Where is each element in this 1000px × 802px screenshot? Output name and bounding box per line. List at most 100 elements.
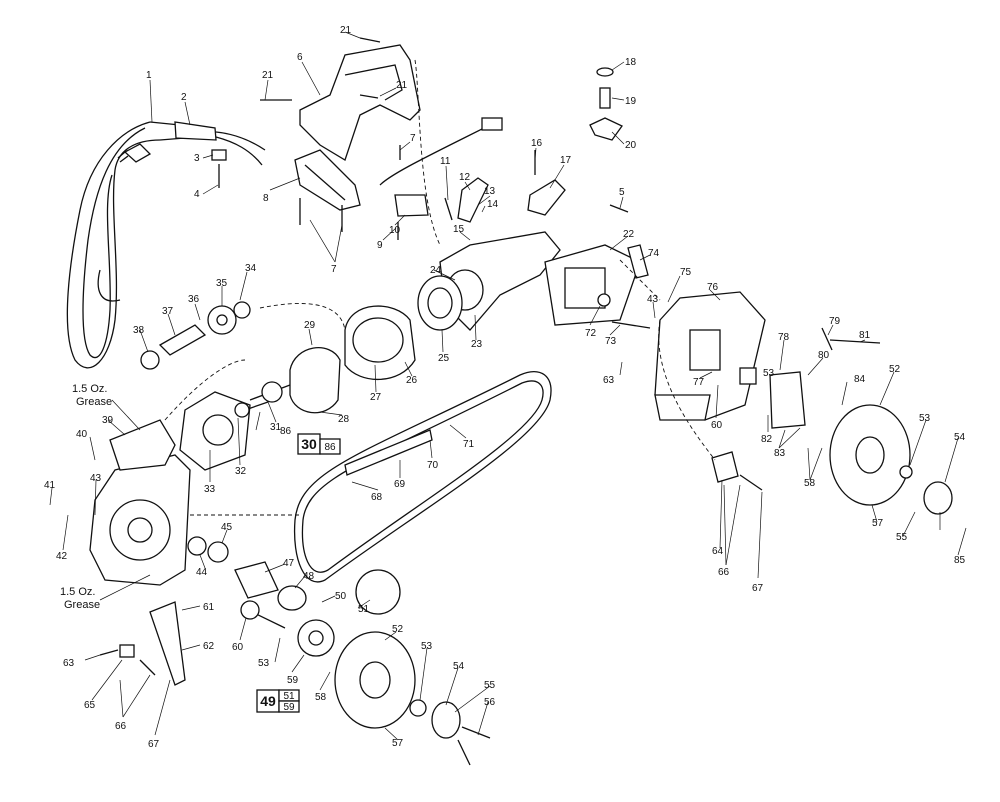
callout-25: 25 — [438, 353, 450, 364]
callout-66-upper: 66 — [718, 567, 730, 578]
callout-9: 9 — [377, 240, 383, 251]
grease-note-upper-line1: 1.5 Oz. — [72, 383, 107, 395]
callout-34: 34 — [245, 263, 257, 274]
frame-pin — [597, 244, 651, 329]
callout-40: 40 — [76, 429, 88, 440]
shoe-knob — [589, 67, 623, 141]
callout-76: 76 — [707, 282, 719, 293]
guide-line-2 — [259, 303, 346, 331]
callout-84: 84 — [854, 374, 866, 385]
callout-53-upper-right: 53 — [919, 413, 931, 424]
shoe-bracket — [99, 601, 186, 686]
callout-11: 11 — [440, 156, 451, 167]
callout-66-lower: 66 — [115, 721, 127, 732]
callout-71: 71 — [463, 439, 475, 450]
callout-5: 5 — [619, 187, 625, 198]
grease-note-lower-line2: Grease — [64, 599, 100, 611]
callout-83: 83 — [774, 448, 786, 459]
callout-67-upper: 67 — [752, 583, 764, 594]
callout-74: 74 — [648, 248, 660, 259]
callout-24: 24 — [430, 265, 442, 276]
callout-48: 48 — [303, 571, 315, 582]
callout-52-lower: 52 — [392, 624, 404, 635]
callout-36: 36 — [188, 294, 200, 305]
callout-62: 62 — [203, 641, 215, 652]
callout-50: 50 — [335, 591, 347, 602]
frame-end — [654, 291, 766, 421]
handle-top — [299, 44, 421, 161]
callout-numbers: 1 2 3 4 5 6 7 7 8 9 10 11 12 13 14 15 16… — [44, 25, 966, 750]
callout-57-upper: 57 — [872, 518, 884, 529]
callout-70: 70 — [427, 460, 439, 471]
guide-line-6 — [619, 259, 661, 301]
callout-54-upper: 54 — [954, 432, 966, 443]
callout-17: 17 — [560, 155, 572, 166]
callout-45: 45 — [221, 522, 233, 533]
tension-bracket — [739, 327, 881, 429]
pinion-gear-kit — [234, 401, 269, 418]
callout-7-right: 7 — [410, 133, 416, 144]
screws-handle — [260, 37, 629, 240]
callout-18: 18 — [625, 57, 637, 68]
handle-bottom — [294, 149, 361, 211]
callout-2: 2 — [181, 92, 187, 103]
callout-14: 14 — [487, 199, 499, 210]
callout-21-top: 21 — [340, 25, 352, 36]
grease-note-lower-line1: 1.5 Oz. — [60, 586, 95, 598]
callout-53-lower-right: 53 — [421, 641, 433, 652]
switch-assembly — [379, 117, 503, 217]
callout-22: 22 — [623, 229, 635, 240]
callout-79: 79 — [829, 316, 841, 327]
callout-82: 82 — [761, 434, 773, 445]
callout-77: 77 — [693, 377, 705, 388]
armature — [249, 347, 341, 414]
guide-line-1 — [414, 59, 441, 246]
callout-53-lower-left: 53 — [258, 658, 270, 669]
callout-19: 19 — [625, 96, 637, 107]
callout-54-lower: 54 — [453, 661, 465, 672]
lower-wheel — [334, 631, 416, 729]
brush-ring — [417, 275, 463, 331]
callout-69: 69 — [394, 479, 406, 490]
callout-23: 23 — [471, 339, 483, 350]
callout-56: 56 — [484, 697, 496, 708]
drive-sprocket — [297, 619, 335, 657]
callout-63-lower: 63 — [63, 658, 75, 669]
callout-55-upper: 55 — [896, 532, 908, 543]
callout-13: 13 — [484, 186, 496, 197]
callout-72: 72 — [585, 328, 597, 339]
tracking-bracket — [711, 451, 763, 491]
cord-strain-relief — [174, 121, 266, 166]
kit-box-armature-sub: 86 — [324, 442, 336, 453]
grease-note-upper-line2: Grease — [76, 396, 112, 408]
callout-39: 39 — [102, 415, 114, 426]
guide-line-3 — [164, 359, 246, 421]
callout-43-right: 43 — [647, 294, 659, 305]
callout-86: 86 — [280, 426, 292, 437]
callout-85: 85 — [954, 555, 966, 566]
gear-housing — [89, 454, 191, 586]
kit-box-armature: 30 86 — [297, 433, 341, 455]
callout-51: 51 — [358, 604, 370, 615]
cord-plug — [117, 143, 152, 163]
callout-58-lower: 58 — [315, 692, 327, 703]
callout-68: 68 — [371, 492, 383, 503]
callout-60-upper: 60 — [711, 420, 723, 431]
fan-baffle — [179, 391, 251, 471]
callout-8: 8 — [263, 193, 269, 204]
callout-1: 1 — [146, 70, 152, 81]
callout-81: 81 — [859, 330, 871, 341]
blade-guard — [344, 429, 433, 476]
chain-guard — [355, 569, 401, 615]
callout-21-mid: 21 — [396, 80, 408, 91]
callout-73: 73 — [605, 336, 617, 347]
callout-7-bottom: 7 — [331, 264, 337, 275]
callout-10: 10 — [389, 225, 401, 236]
callout-6: 6 — [297, 52, 303, 63]
callout-29: 29 — [304, 320, 316, 331]
kit-box-sprocket-sub1: 51 — [283, 691, 295, 702]
lower-wheel-hardware — [409, 699, 491, 766]
callout-61: 61 — [203, 602, 215, 613]
